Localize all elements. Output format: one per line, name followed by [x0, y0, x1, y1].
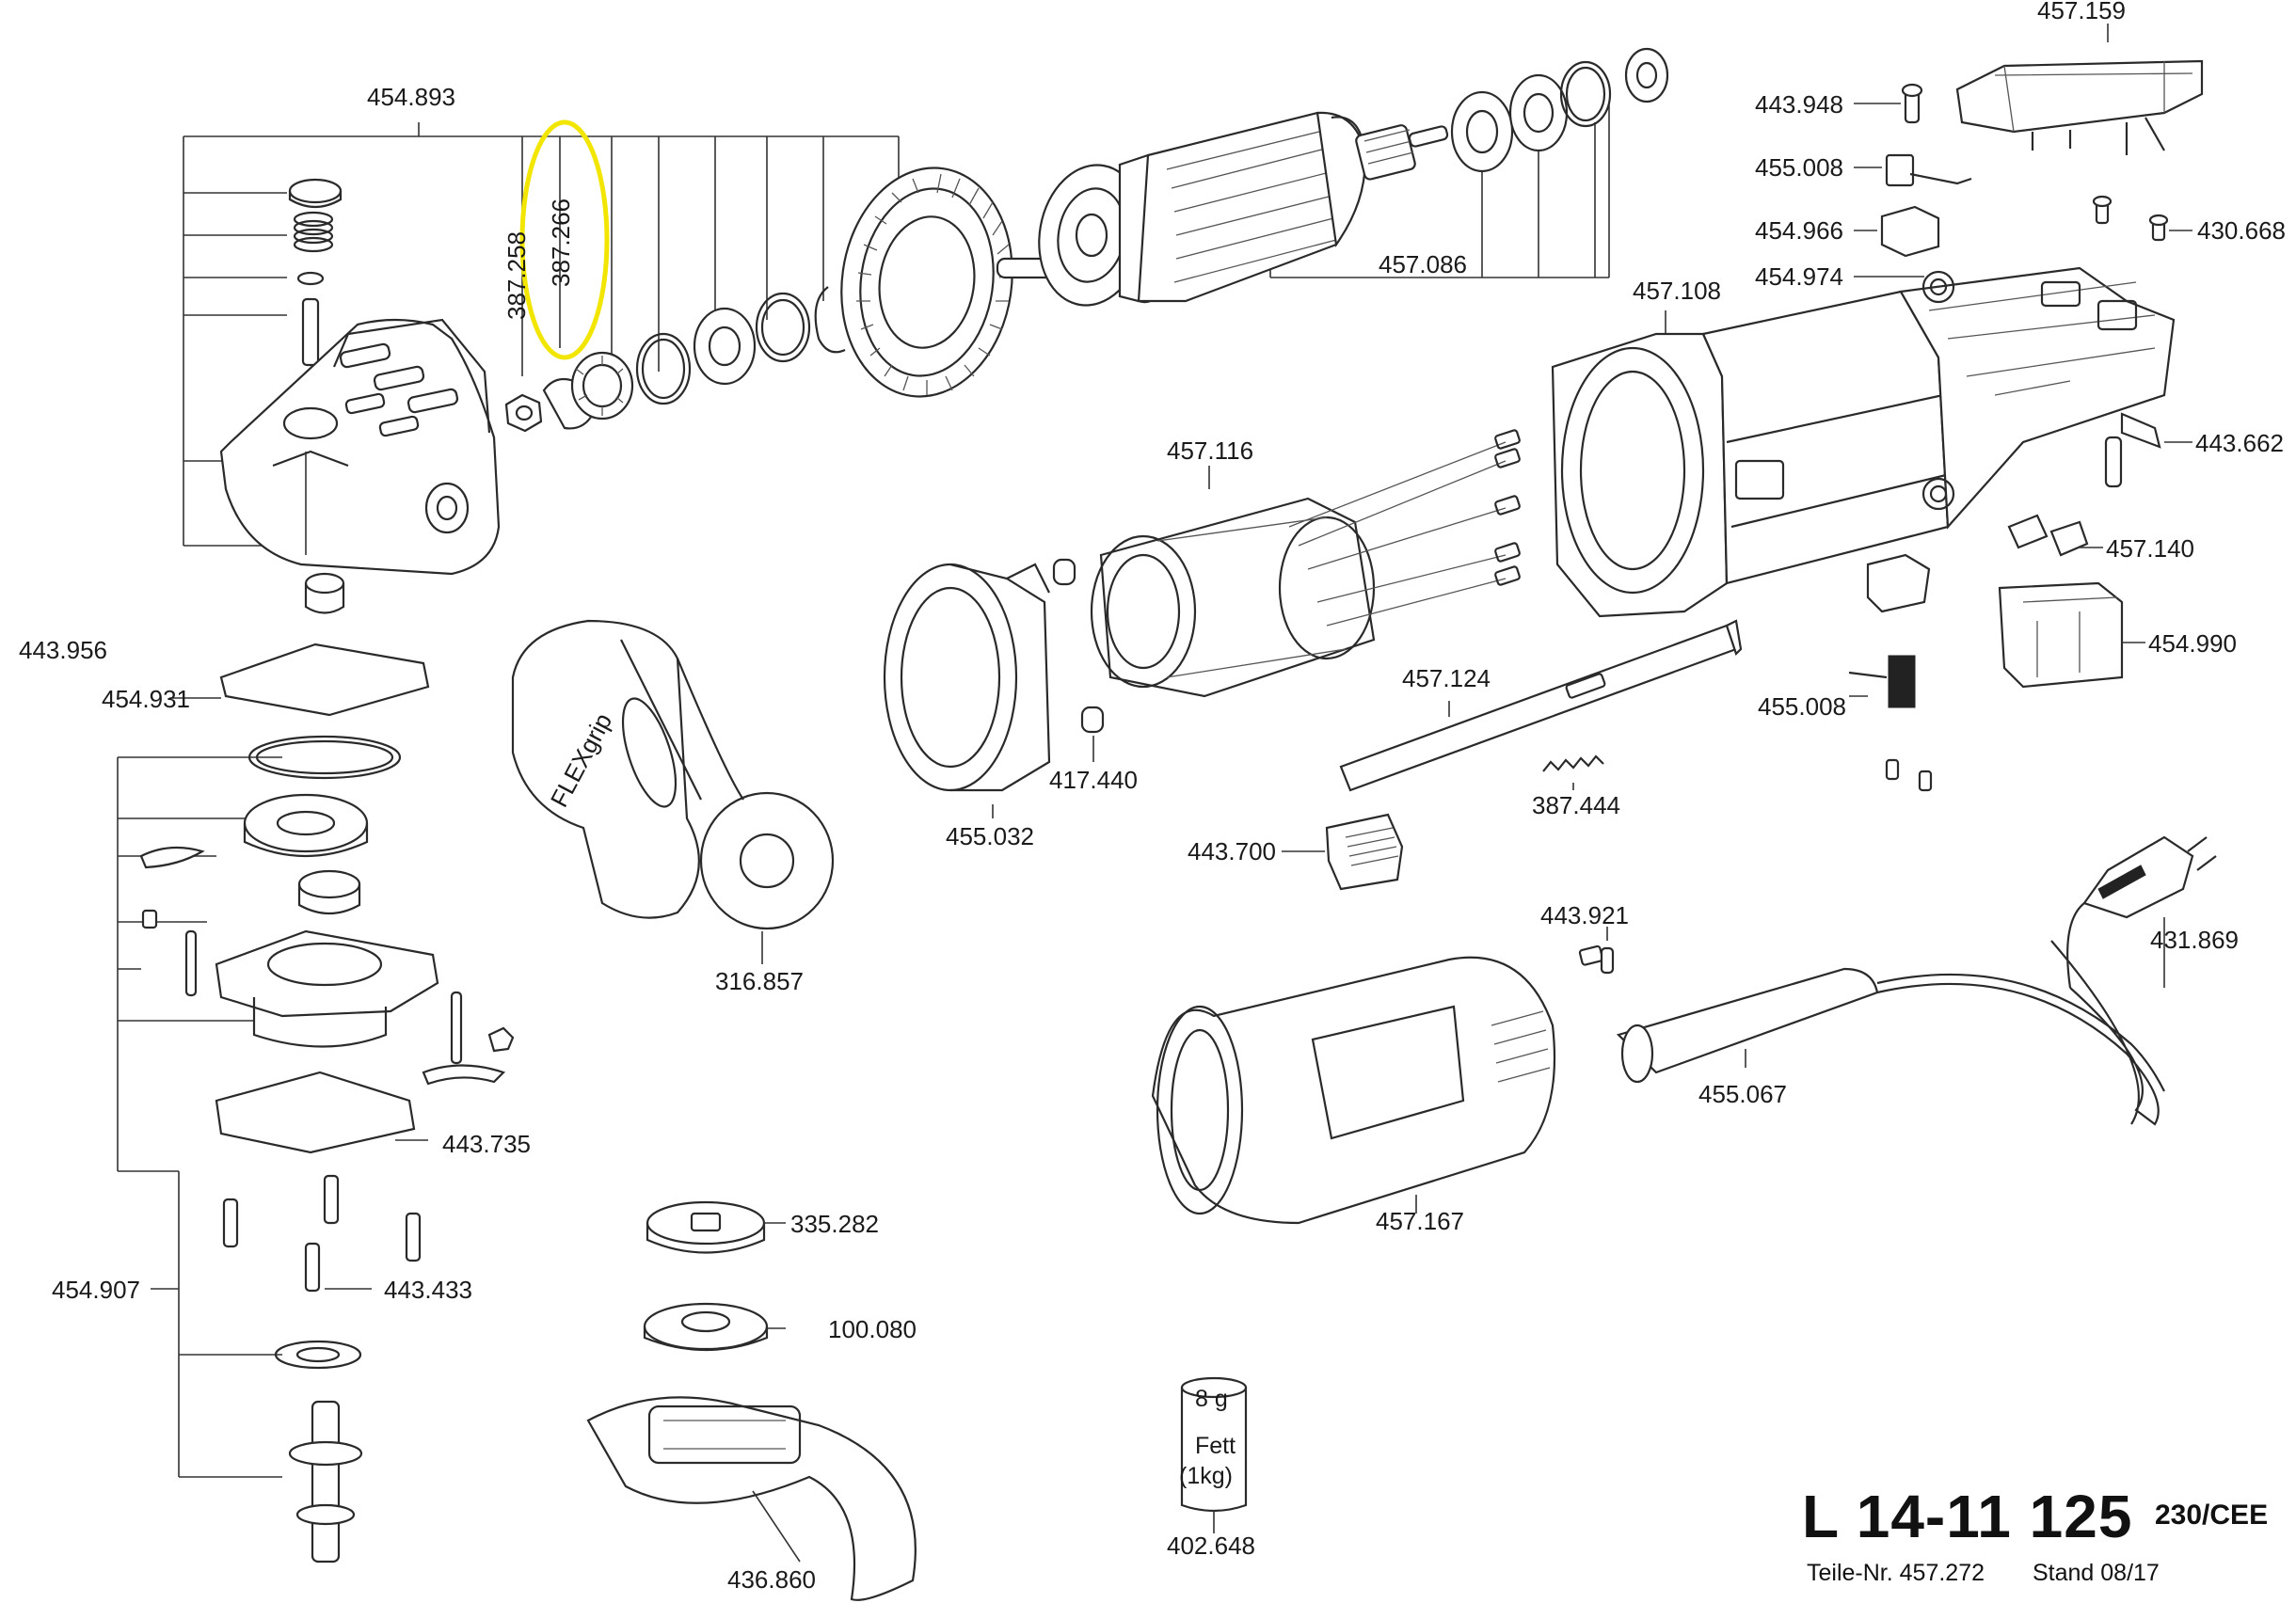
label-335282: 335.282: [790, 1210, 879, 1238]
label-457167: 457.167: [1376, 1207, 1464, 1235]
label-443700: 443.700: [1188, 837, 1276, 865]
armature-group: [996, 47, 1669, 307]
label-457140: 457.140: [2106, 534, 2194, 563]
flanges-guard-group: [586, 1200, 917, 1601]
side-handle-group: FLEXgrip: [511, 619, 835, 964]
label-455008-top: 455.008: [1755, 153, 1843, 182]
rear-housing-group: [1151, 927, 1615, 1225]
label-455008-bottom: 455.008: [1758, 692, 1846, 721]
label-443662: 443.662: [2195, 429, 2284, 457]
label-443921: 443.921: [1540, 901, 1629, 929]
label-443433: 443.433: [384, 1276, 472, 1304]
model-title: L 14-11 125: [1802, 1483, 2133, 1550]
highlight-ring: [519, 119, 610, 360]
model-variant: 230/CEE: [2155, 1500, 2269, 1531]
motor-housing-group: [1551, 266, 2176, 618]
part-labels: 457.159 454.893 443.948 455.008 454.966 …: [19, 0, 2286, 1594]
label-457124: 457.124: [1402, 664, 1491, 692]
flange-group: [117, 452, 515, 1563]
part-number: Teile-Nr. 457.272: [1807, 1560, 1985, 1586]
label-443956: 443.956: [19, 636, 107, 664]
label-454931: 454.931: [102, 685, 190, 713]
grease-pack: (1kg): [1179, 1463, 1233, 1489]
grease-group: 8 g Fett (1kg): [1179, 1376, 1248, 1533]
fan-baffle: [840, 167, 1013, 398]
switch-parts-group: [1282, 24, 2204, 891]
label-457108: 457.108: [1633, 277, 1721, 305]
label-457116: 457.116: [1167, 436, 1253, 465]
label-431869: 431.869: [2150, 926, 2239, 954]
label-387258: 387.258: [502, 231, 531, 320]
label-457159: 457.159: [2037, 0, 2126, 24]
spring-part: [293, 211, 334, 253]
label-455032: 455.032: [946, 822, 1034, 850]
label-402648: 402.648: [1167, 1532, 1255, 1560]
brush-spring-bottom: [1921, 477, 1955, 511]
stator-group: [1090, 429, 1521, 698]
gear-head-group: [183, 122, 1013, 614]
label-455067: 455.067: [1698, 1080, 1787, 1108]
label-454990: 454.990: [2148, 629, 2237, 658]
housing-vents: [339, 342, 459, 437]
grease-name: Fett: [1195, 1433, 1236, 1459]
revision-date: Stand 08/17: [2033, 1560, 2160, 1586]
label-436860: 436.860: [727, 1565, 816, 1594]
label-457086: 457.086: [1379, 250, 1467, 278]
label-430668: 430.668: [2197, 216, 2286, 245]
label-443735: 443.735: [442, 1130, 531, 1158]
label-454974: 454.974: [1755, 262, 1843, 291]
label-100080: 100.080: [828, 1315, 917, 1343]
label-316857: 316.857: [715, 967, 804, 995]
bevel-gear: [570, 351, 634, 421]
fan-guard-group: [883, 558, 1105, 818]
label-417440: 417.440: [1049, 766, 1138, 794]
brush-spring-top: [1921, 270, 1955, 304]
label-454966: 454.966: [1755, 216, 1843, 245]
label-454907: 454.907: [52, 1276, 140, 1304]
grease-amount: 8 g: [1195, 1386, 1228, 1412]
label-454893: 454.893: [367, 83, 455, 111]
label-443948: 443.948: [1755, 90, 1843, 119]
label-387444: 387.444: [1532, 791, 1620, 819]
cable-group: [1616, 835, 2217, 1126]
label-387266: 387.266: [547, 198, 575, 287]
